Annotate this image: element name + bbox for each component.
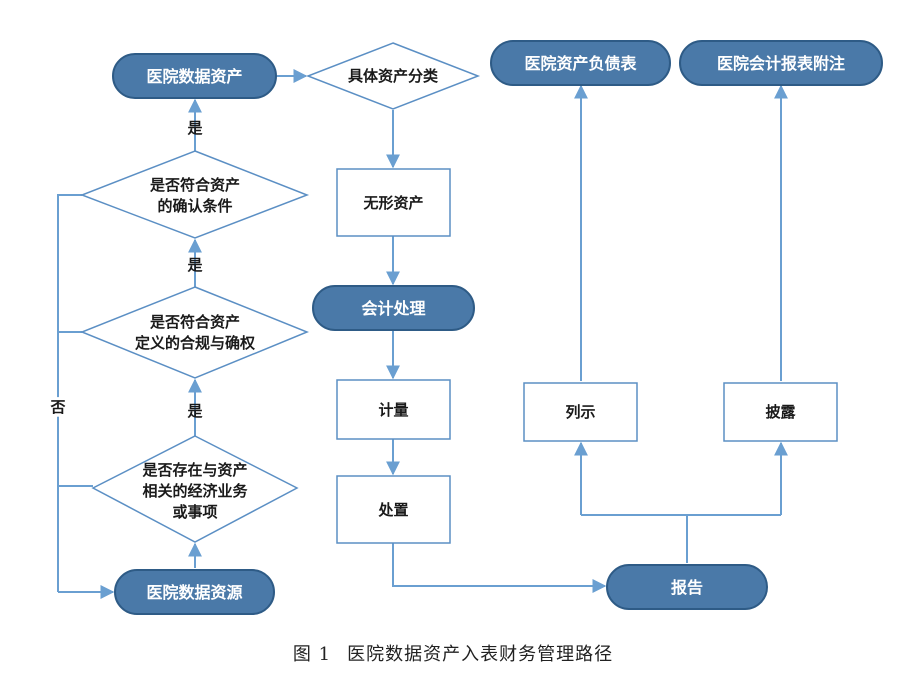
- node-q2-line2: 定义的合规与确权: [135, 334, 256, 352]
- node-data-resource-label: 医院数据资源: [146, 583, 242, 602]
- node-q1-line2: 的确认条件: [157, 197, 232, 215]
- node-accounting-label: 会计处理: [361, 299, 425, 318]
- figure-caption: 图 1 医院数据资产入表财务管理路径: [0, 640, 906, 666]
- node-accounting: 会计处理: [312, 285, 475, 331]
- figure-number: 图 1: [292, 644, 332, 665]
- node-q3-line1: 是否存在与资产: [141, 461, 247, 479]
- node-q3: 是否存在与资产 相关的经济业务 或事项: [91, 435, 299, 543]
- node-notes: 医院会计报表附注: [679, 40, 883, 86]
- figure-title: 医院数据资产入表财务管理路径: [347, 644, 614, 665]
- node-q2-line1: 是否符合资产: [149, 313, 240, 331]
- node-disclose: 披露: [723, 382, 838, 442]
- node-measure: 计量: [336, 379, 451, 440]
- node-measure-label: 计量: [378, 401, 408, 419]
- node-data-asset-label: 医院数据资产: [146, 67, 242, 86]
- label-yes-2: 是: [186, 256, 203, 274]
- node-notes-label: 医院会计报表附注: [717, 54, 845, 73]
- node-q3-line3: 或事项: [172, 503, 217, 521]
- connector-q1-no: [57, 194, 82, 592]
- node-q3-line2: 相关的经济业务: [142, 482, 248, 500]
- node-q1: 是否符合资产 的确认条件: [79, 150, 310, 239]
- node-report: 报告: [606, 564, 768, 610]
- node-intangible: 无形资产: [336, 168, 451, 237]
- node-dispose: 处置: [336, 475, 451, 544]
- node-list-label: 列示: [565, 403, 595, 421]
- node-dispose-label: 处置: [377, 501, 408, 519]
- node-disclose-label: 披露: [765, 403, 796, 421]
- node-report-label: 报告: [671, 578, 703, 597]
- node-asset-class-label: 具体资产分类: [348, 67, 439, 85]
- node-data-asset: 医院数据资产: [112, 53, 277, 99]
- connector-dispose-to-report: [392, 543, 607, 593]
- connectors: [57, 69, 788, 599]
- node-data-resource: 医院数据资源: [114, 569, 275, 615]
- node-intangible-label: 无形资产: [362, 194, 423, 212]
- label-no: 否: [49, 398, 65, 416]
- node-asset-class: 具体资产分类: [305, 42, 481, 110]
- label-yes-1: 是: [186, 119, 203, 137]
- node-balance-sheet: 医院资产负债表: [490, 40, 671, 86]
- label-yes-3: 是: [186, 402, 203, 420]
- node-list: 列示: [523, 382, 638, 442]
- node-balance-sheet-label: 医院资产负债表: [524, 54, 637, 73]
- node-q1-line1: 是否符合资产: [149, 176, 240, 194]
- node-q2: 是否符合资产 定义的合规与确权: [79, 286, 309, 379]
